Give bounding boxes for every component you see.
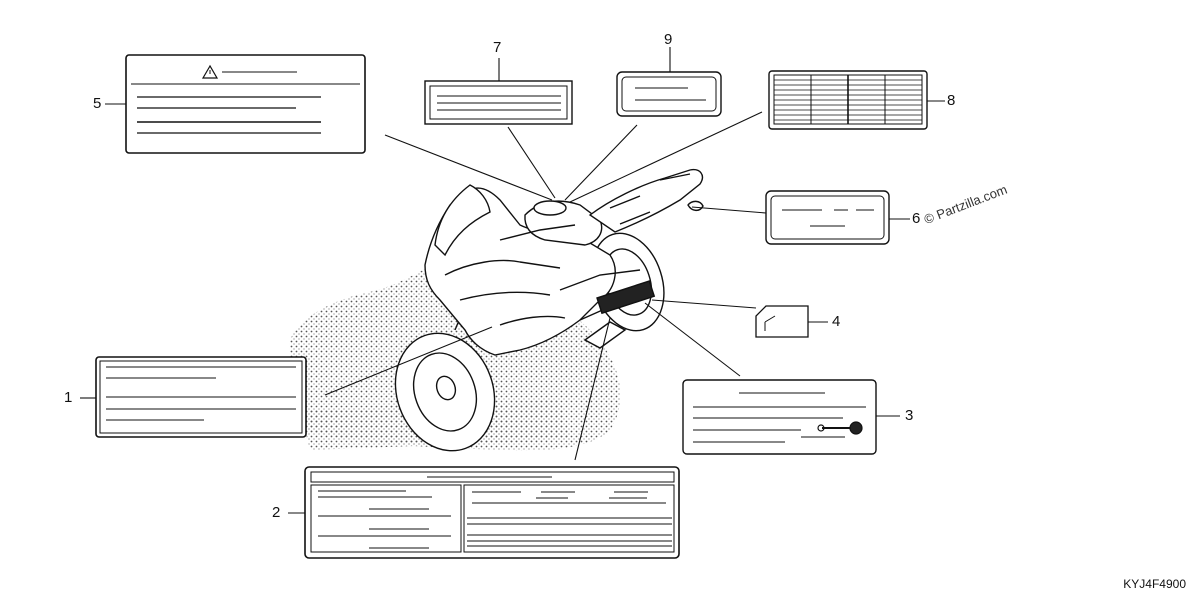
- diagram-code: KYJ4F4900: [1123, 577, 1186, 591]
- callout-3: 3: [905, 407, 914, 424]
- label-5-warning: [125, 54, 366, 154]
- label-3: [682, 379, 877, 455]
- motorcycle-illustration: [394, 168, 704, 452]
- label-6: [765, 190, 890, 245]
- label-4: [755, 305, 809, 338]
- callout-6: 6: [912, 210, 921, 227]
- wrench-icon: [817, 421, 863, 435]
- warning-triangle-icon: [201, 64, 219, 79]
- callout-7: 7: [493, 39, 502, 56]
- callout-4: 4: [832, 313, 841, 330]
- callout-8: 8: [947, 92, 956, 109]
- callout-2: 2: [272, 504, 281, 521]
- label-1: [95, 356, 307, 438]
- callout-1: 1: [64, 389, 73, 406]
- label-2: [304, 466, 680, 559]
- label-9: [616, 71, 722, 117]
- callout-5: 5: [93, 95, 102, 112]
- leader-lines: [80, 47, 945, 514]
- label-8: [768, 70, 928, 130]
- callout-9: 9: [664, 31, 673, 48]
- label-7: [424, 80, 573, 125]
